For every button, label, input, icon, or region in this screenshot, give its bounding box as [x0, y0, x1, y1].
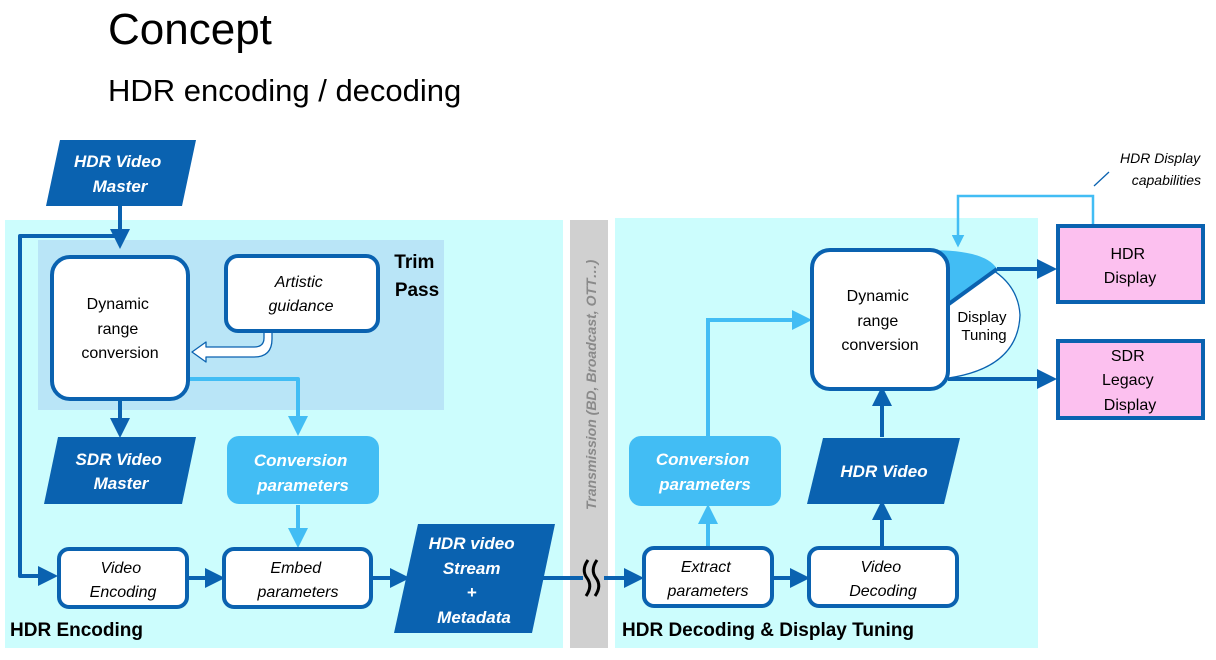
hdr-display-node: HDR Display	[1056, 224, 1205, 304]
extract-parameters-node: Extract parameters	[642, 546, 774, 608]
svg-text:Video Encoding: Video Encoding	[90, 560, 157, 601]
artistic-guidance-node: Artistic guidance	[224, 254, 380, 333]
video-encoding-node: Video Encoding	[57, 547, 189, 609]
svg-text:HDR Video: HDR Video	[840, 462, 927, 481]
embed-parameters-node: Embed parameters	[222, 547, 373, 609]
svg-text:Conversion parameters: Conversion parameters	[656, 450, 754, 494]
svg-text:Dynamic range conv: Dynamic range conversion	[81, 296, 158, 362]
trim-pass-label: Trim Pass	[394, 252, 439, 301]
page-title: Concept	[108, 5, 272, 54]
svg-text:Display Tuning: Display Tuning	[957, 309, 1010, 344]
hdr-video-master-node: HDR Video Master	[46, 140, 196, 206]
svg-text:HDR video Stream +: HDR video Stream + Metadata	[429, 534, 520, 627]
svg-text:Video Decoding: Video Decoding	[849, 559, 917, 600]
svg-text:SDR Video Master: SDR Video Master	[75, 450, 166, 493]
sdr-video-master-node: SDR Video Master	[44, 437, 196, 504]
page-subtitle: HDR encoding / decoding	[108, 73, 461, 108]
sdr-legacy-display-node: SDR Legacy Display	[1056, 339, 1205, 420]
svg-text:SDR Legacy Display: SDR Legacy Display	[1102, 348, 1158, 414]
svg-text:HDR Display: HDR Display	[1104, 246, 1156, 287]
conversion-parameters-encode-node: Conversion parameters	[227, 436, 379, 504]
svg-text:HDR Video Master: HDR Video Master	[74, 152, 166, 196]
break-mark	[582, 559, 601, 597]
decoding-panel-label: HDR Decoding & Display Tuning	[622, 620, 914, 641]
hdr-display-capabilities-label: HDR Display capabilities	[1120, 150, 1204, 188]
conversion-parameters-decode-node: Conversion parameters	[629, 436, 781, 506]
dynamic-range-conversion-encode-node: Dynamic range conversion	[50, 255, 190, 401]
svg-text:Conversion parameters: Conversion parameters	[254, 451, 352, 495]
video-decoding-node: Video Decoding	[807, 546, 959, 608]
svg-text:HDR Display capabilities: HDR Display capabilities	[1120, 150, 1204, 188]
transmission-label: Transmission (BD, Broadcast, OTT…)	[583, 259, 599, 510]
dynamic-range-conversion-decode-node: Dynamic range conversion	[810, 248, 950, 391]
encoding-connectors	[18, 205, 644, 588]
svg-text:Embed parameters: Embed parameters	[257, 560, 339, 601]
encoding-panel-label: HDR Encoding	[10, 620, 143, 641]
decoding-connectors	[698, 171, 1110, 588]
svg-text:Dynamic range conv: Dynamic range conversion	[841, 288, 918, 354]
hdr-video-node: HDR Video	[807, 438, 960, 504]
svg-text:Extract parameters: Extract parameters	[667, 559, 749, 600]
hdr-stream-metadata-node: HDR video Stream + Metadata	[394, 524, 555, 633]
svg-text:Artistic guidance: Artistic guidance	[269, 274, 334, 315]
